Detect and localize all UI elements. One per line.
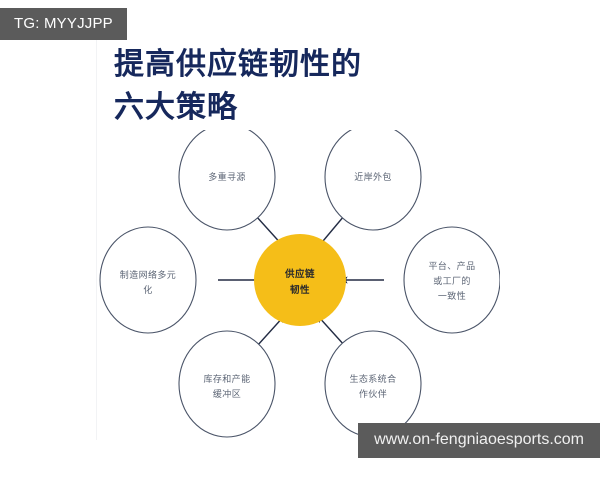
node-inventory-capacity-buffer[interactable]: 库存和产能 缓冲区 bbox=[178, 330, 276, 438]
site-watermark: www.on-fengniaoesports.com bbox=[358, 423, 600, 458]
node-circle bbox=[99, 226, 197, 334]
channel-tag-badge: TG: MYYJJPP bbox=[0, 8, 127, 40]
node-label-line-2: 缓冲区 bbox=[213, 388, 241, 399]
center-node-supply-chain-resilience[interactable]: 供应链 韧性 bbox=[254, 234, 346, 326]
node-label-line-1: 多重寻源 bbox=[208, 171, 246, 182]
node-label-line-1: 生态系统合 bbox=[349, 373, 396, 384]
center-label-line-2: 韧性 bbox=[290, 284, 310, 296]
node-label-line-1: 近岸外包 bbox=[354, 171, 392, 182]
node-label-line-2: 作伙伴 bbox=[359, 388, 387, 399]
node-label-line-1: 库存和产能 bbox=[203, 373, 250, 384]
node-circle bbox=[178, 130, 276, 231]
center-label-line-1: 供应链 bbox=[284, 268, 315, 280]
node-circle bbox=[324, 130, 422, 231]
node-label-line-2: 化 bbox=[143, 284, 152, 295]
node-label-line-2: 或工厂的 bbox=[433, 275, 471, 286]
node-nearshoring[interactable]: 近岸外包 bbox=[324, 130, 422, 231]
node-circle bbox=[403, 226, 500, 334]
node-label-line-3: 一致性 bbox=[438, 290, 466, 301]
node-label-line-1: 制造网络多元 bbox=[120, 269, 176, 280]
node-manufacturing-network-diversification[interactable]: 制造网络多元 化 bbox=[99, 226, 197, 334]
node-label-line-1: 平台、产品 bbox=[428, 260, 475, 271]
node-ecosystem-partners[interactable]: 生态系统合 作伙伴 bbox=[324, 330, 422, 438]
node-platform-product-factory-consistency[interactable]: 平台、产品 或工厂的 一致性 bbox=[403, 226, 500, 334]
node-multi-sourcing[interactable]: 多重寻源 bbox=[178, 130, 276, 231]
node-circle bbox=[178, 330, 276, 438]
node-circle bbox=[324, 330, 422, 438]
supply-chain-resilience-diagram: 多重寻源 近岸外包 制造网络多元 化 平台、产品 或工厂的 一致性 库存和产能 … bbox=[96, 130, 500, 440]
page-title: 提高供应链韧性的 六大策略 bbox=[114, 48, 362, 124]
center-circle bbox=[254, 234, 346, 326]
